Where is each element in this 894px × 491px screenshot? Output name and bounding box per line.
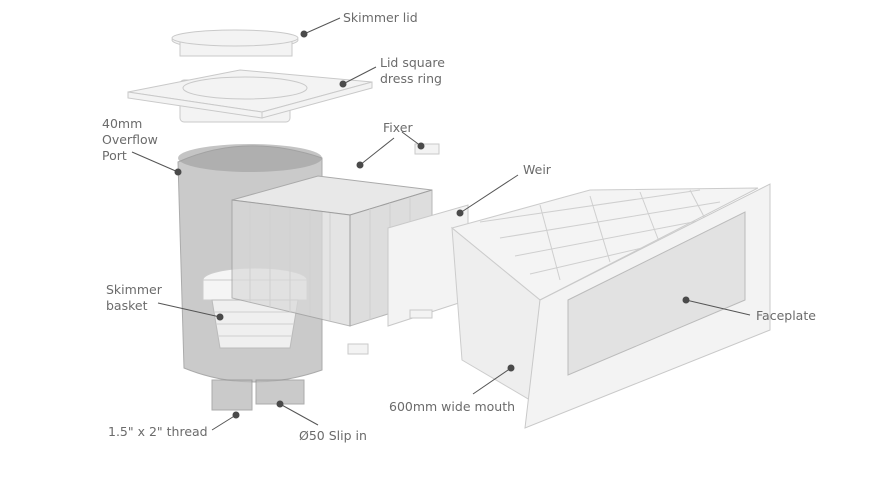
label-thread: 1.5" x 2" thread: [108, 424, 208, 439]
label-skimmer-lid: Skimmer lid: [343, 10, 418, 25]
label-slip-in: Ø50 Slip in: [299, 428, 367, 443]
label-skimmer-basket: Skimmer: [106, 282, 163, 297]
label-wide-mouth: 600mm wide mouth: [389, 399, 515, 414]
fixer-part: [347, 343, 369, 355]
fixer-part: [409, 309, 433, 319]
label-overflow-port: Overflow: [102, 132, 158, 147]
label-overflow-port: 40mm: [102, 116, 142, 131]
skimmer-lid-part: [171, 29, 299, 57]
dress-ring-part: [127, 69, 373, 123]
label-dress-ring: dress ring: [380, 71, 442, 86]
label-dress-ring: Lid square: [380, 55, 445, 70]
label-weir: Weir: [523, 162, 552, 177]
label-overflow-port: Port: [102, 148, 127, 163]
label-faceplate: Faceplate: [756, 308, 816, 323]
leader-lines: [131, 17, 751, 431]
faceplate-part: [524, 183, 771, 429]
label-fixer: Fixer: [383, 120, 413, 135]
label-skimmer-basket: basket: [106, 298, 148, 313]
fixer-part: [414, 143, 440, 155]
mouth-part: [450, 187, 759, 401]
